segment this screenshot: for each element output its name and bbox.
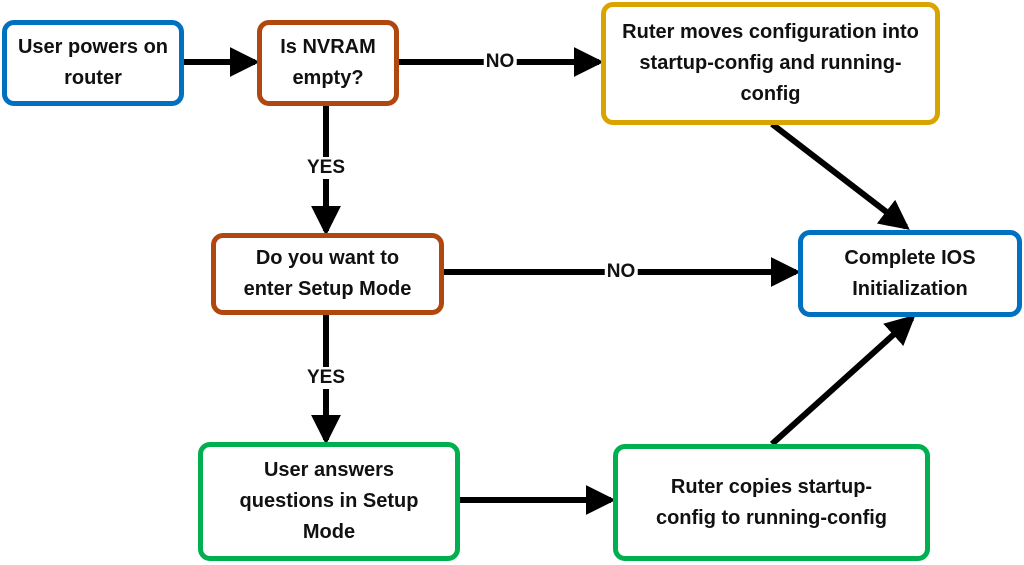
node-moves-config: Ruter moves configuration into startup-c… (601, 2, 940, 125)
node-power-on: User powers on router (2, 20, 184, 106)
node-answers-setup: User answers questions in Setup Mode (198, 442, 460, 561)
node-text: Complete IOS Initialization (844, 246, 976, 300)
node-text: User powers on router (17, 36, 169, 89)
node-text: User answers questions in Setup Mode (239, 459, 419, 543)
arrow-copies-to-complete (769, 314, 916, 447)
edge-label-setup-no: NO (604, 261, 638, 283)
arrow-moves-to-complete (770, 121, 910, 230)
edge-label-nvram-no: NO (483, 51, 517, 73)
node-text: Do you want to enter Setup Mode (243, 247, 412, 300)
node-complete-ios: Complete IOS Initialization (798, 230, 1022, 317)
node-text: Ruter copies startup-config to running-c… (655, 475, 888, 529)
node-copies-config: Ruter copies startup-config to running-c… (613, 444, 930, 561)
edge-label-setup-yes: YES (304, 367, 348, 389)
node-text: Is NVRAM empty? (280, 36, 376, 89)
node-setup-mode-question: Do you want to enter Setup Mode (211, 233, 444, 315)
node-nvram-empty: Is NVRAM empty? (257, 20, 399, 106)
node-text: Ruter moves configuration into startup-c… (622, 21, 919, 105)
edge-label-nvram-yes: YES (304, 157, 348, 179)
